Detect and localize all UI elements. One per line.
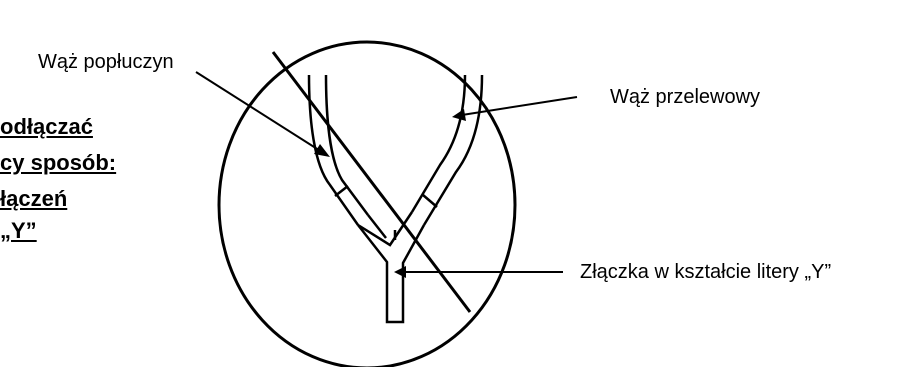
overflow-hose-arrow — [452, 97, 577, 121]
label-drain-hose: Wąż popłuczyn — [38, 52, 174, 72]
y-connector-arrow — [394, 266, 563, 278]
overflow-hose-drawing — [412, 75, 482, 225]
warning-line-2: cy sposób: — [0, 148, 116, 178]
prohibition-circle — [219, 42, 515, 367]
label-overflow-hose: Wąż przelewowy — [610, 87, 760, 107]
warning-line-4: „Y” — [0, 216, 37, 246]
warning-line-1: odłączać — [0, 112, 93, 142]
label-y-connector: Złączka w kształcie litery „Y” — [580, 262, 831, 282]
warning-line-3: łączeń — [0, 184, 67, 214]
y-connector-drawing — [358, 212, 424, 322]
